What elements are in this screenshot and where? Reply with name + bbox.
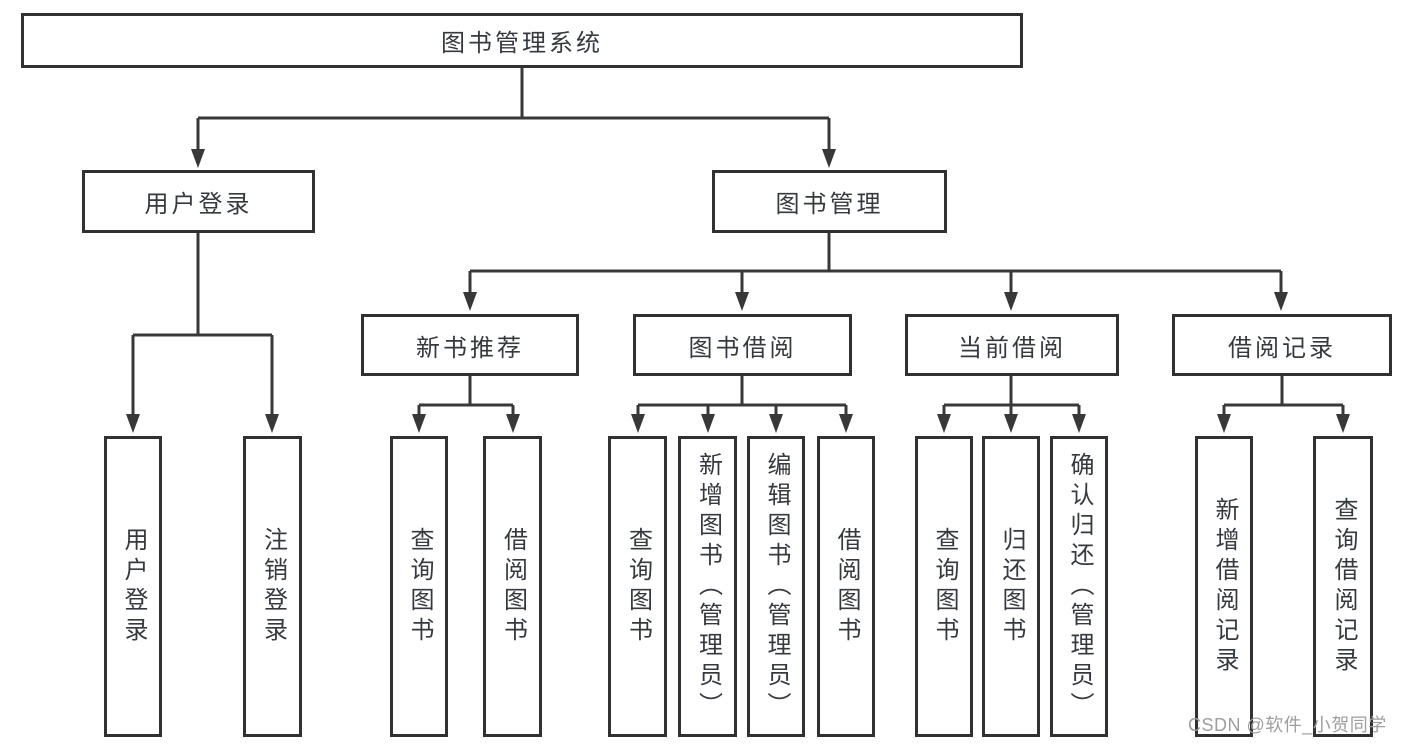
leaf-user-login: 用户登录 <box>104 436 162 737</box>
node-book-management: 图书管理 <box>712 170 947 233</box>
leaf-borrow-books: 借阅图书 <box>817 436 875 737</box>
leaf-query-borrowing-record: 查询借阅记录 <box>1313 436 1373 737</box>
node-user-login: 用户登录 <box>82 170 315 233</box>
leaf-add-books-admin: 新增图书（管理员） <box>678 436 737 737</box>
leaf-return-books: 归还图书 <box>982 436 1040 737</box>
node-book-borrowing: 图书借阅 <box>633 314 852 376</box>
leaf-query-books-borrowing: 查询图书 <box>608 436 667 737</box>
node-current-borrowing: 当前借阅 <box>905 314 1119 376</box>
leaf-add-borrowing-record: 新增借阅记录 <box>1195 436 1253 737</box>
leaf-query-books-current: 查询图书 <box>915 436 973 737</box>
leaf-logout-login: 注销登录 <box>243 436 302 737</box>
leaf-query-books-recommend: 查询图书 <box>390 436 448 737</box>
node-borrowing-records: 借阅记录 <box>1172 314 1392 376</box>
node-root-library-system: 图书管理系统 <box>21 13 1023 68</box>
leaf-edit-books-admin: 编辑图书（管理员） <box>747 436 805 737</box>
leaf-confirm-return-admin: 确认归还（管理员） <box>1050 436 1108 737</box>
csdn-watermark: CSDN @软件_小贺同学 <box>1188 715 1387 735</box>
leaf-borrow-books-recommend: 借阅图书 <box>483 436 542 737</box>
node-new-book-recommend: 新书推荐 <box>361 314 579 376</box>
